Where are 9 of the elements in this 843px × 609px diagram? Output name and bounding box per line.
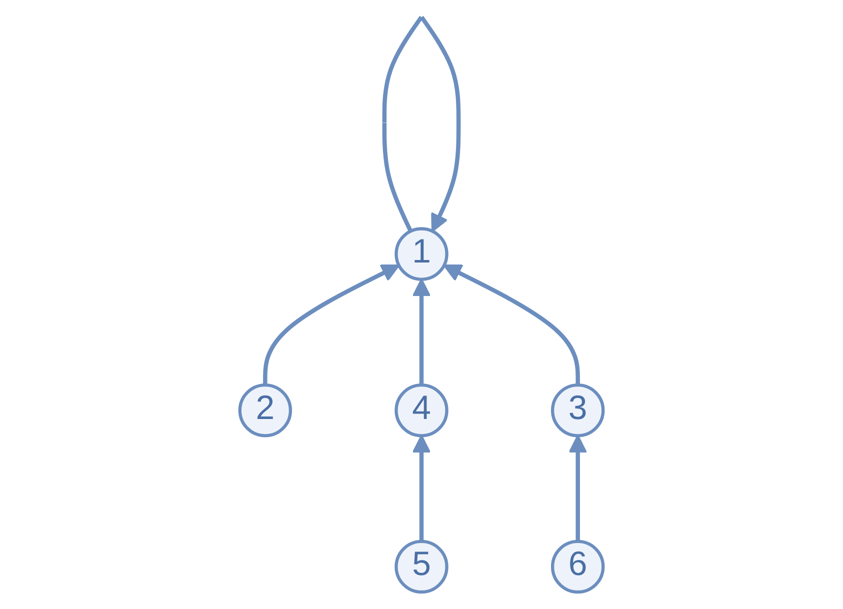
node-circle: 6 bbox=[550, 540, 605, 594]
arrow bbox=[443, 264, 580, 386]
node-circle: 2 bbox=[238, 384, 292, 438]
node-circle: 4 bbox=[394, 384, 448, 438]
node-circle: 3 bbox=[550, 384, 605, 438]
node-circle: 1 bbox=[394, 227, 448, 281]
arrow bbox=[412, 434, 431, 542]
node-circle: 5 bbox=[394, 540, 448, 594]
arrow bbox=[263, 264, 400, 386]
